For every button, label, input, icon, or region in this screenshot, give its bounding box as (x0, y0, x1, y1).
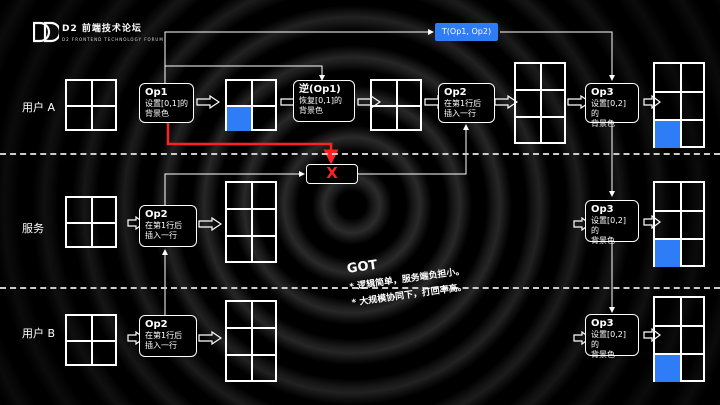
op-desc: 背景色 (299, 106, 323, 115)
grid-b-after-op2 (225, 300, 277, 382)
line-transform-to-op3 (500, 31, 615, 81)
op-desc: 背景色 (591, 119, 615, 128)
op-desc: 在第1行后 (444, 99, 482, 108)
op-card-a-op2: Op2 在第1行后 插入一行 (438, 83, 495, 123)
op-desc: 设置[0,2]的 (591, 216, 626, 235)
brand-title: D2 前端技术论坛 (62, 24, 142, 34)
brand: D2 前端技术论坛 D2 FRONTEND TECHNOLOGY FORUM (62, 21, 164, 42)
op-desc: 设置[0,1]的 (145, 99, 188, 108)
op-desc: 在第1行后 (145, 221, 183, 230)
op-desc: 插入一行 (145, 231, 177, 240)
divider-bottom (0, 287, 720, 289)
op-title: Op2 (145, 209, 168, 220)
grid-a-restored (370, 79, 422, 131)
op-card-b-op2: Op2 在第1行后 插入一行 (139, 315, 197, 357)
highlighted-cell (227, 107, 251, 131)
line-server-to-conflict (164, 171, 305, 205)
line-op1-to-transform (164, 29, 434, 83)
op-desc: 背景色 (591, 236, 615, 245)
op-card-a-op1: Op1 设置[0,1]的 背景色 (139, 83, 194, 123)
grid-b-initial (65, 314, 117, 366)
d2-logo-icon (33, 21, 59, 43)
grid-a-after-op1 (225, 79, 277, 131)
divider-top (0, 153, 720, 155)
hollow-arrow-icon (196, 95, 220, 109)
highlighted-cell (655, 354, 680, 382)
grid-server-final (653, 181, 705, 267)
op-title: Op1 (145, 87, 168, 98)
highlighted-cell (655, 120, 680, 148)
grid-a-initial (65, 79, 117, 131)
op-desc: 设置[0,2]的 (591, 99, 626, 118)
grid-a-final (653, 62, 705, 148)
op-desc: 设置[0,2]的 (591, 330, 626, 349)
op-card-server-op2: Op2 在第1行后 插入一行 (139, 205, 197, 247)
hollow-arrow-icon (198, 331, 222, 345)
grid-a-after-op2 (514, 62, 566, 144)
hollow-arrow-icon (643, 328, 661, 342)
op-title: Op3 (591, 204, 614, 215)
op-card-a-inverse: 逆(Op1) 恢复[0,1]的 背景色 (293, 80, 355, 122)
op-card-server-op3: Op3 设置[0,2]的 背景色 (585, 200, 639, 245)
row-label-user-a: 用户 A (22, 101, 56, 114)
hollow-arrow-icon (643, 215, 661, 229)
op-desc: 背景色 (145, 109, 169, 118)
op-desc: 插入一行 (145, 341, 177, 350)
op-desc: 恢复[0,1]的 (299, 96, 342, 105)
op-title: Op3 (591, 87, 614, 98)
op-title: Op2 (444, 87, 467, 98)
brand-subtitle: D2 FRONTEND TECHNOLOGY FORUM (62, 37, 164, 42)
op-desc: 插入一行 (444, 109, 476, 118)
op-card-a-op3: Op3 设置[0,2]的 背景色 (585, 83, 639, 128)
hollow-arrow-icon (643, 95, 661, 109)
transform-label: T(Op1, Op2) (435, 23, 498, 41)
hollow-arrow-icon (494, 95, 518, 109)
op-desc: 在第1行后 (145, 331, 183, 340)
row-label-server: 服务 (22, 222, 44, 235)
highlighted-cell (655, 239, 680, 267)
line-op1-to-inverse (165, 65, 325, 81)
op-desc: 背景色 (591, 350, 615, 359)
grid-server-initial (65, 196, 117, 248)
grid-server-after-op2 (225, 181, 277, 263)
conflict-marker: X (306, 164, 358, 184)
op-title: 逆(Op1) (299, 84, 341, 95)
line-conflict-to-op2 (358, 124, 469, 175)
op-title: Op2 (145, 319, 168, 330)
grid-b-final (653, 296, 705, 382)
hollow-arrow-icon (198, 217, 222, 231)
op-title: Op3 (591, 318, 614, 329)
op-card-b-op3: Op3 设置[0,2]的 背景色 (585, 314, 639, 359)
row-label-user-b: 用户 B (22, 327, 56, 340)
